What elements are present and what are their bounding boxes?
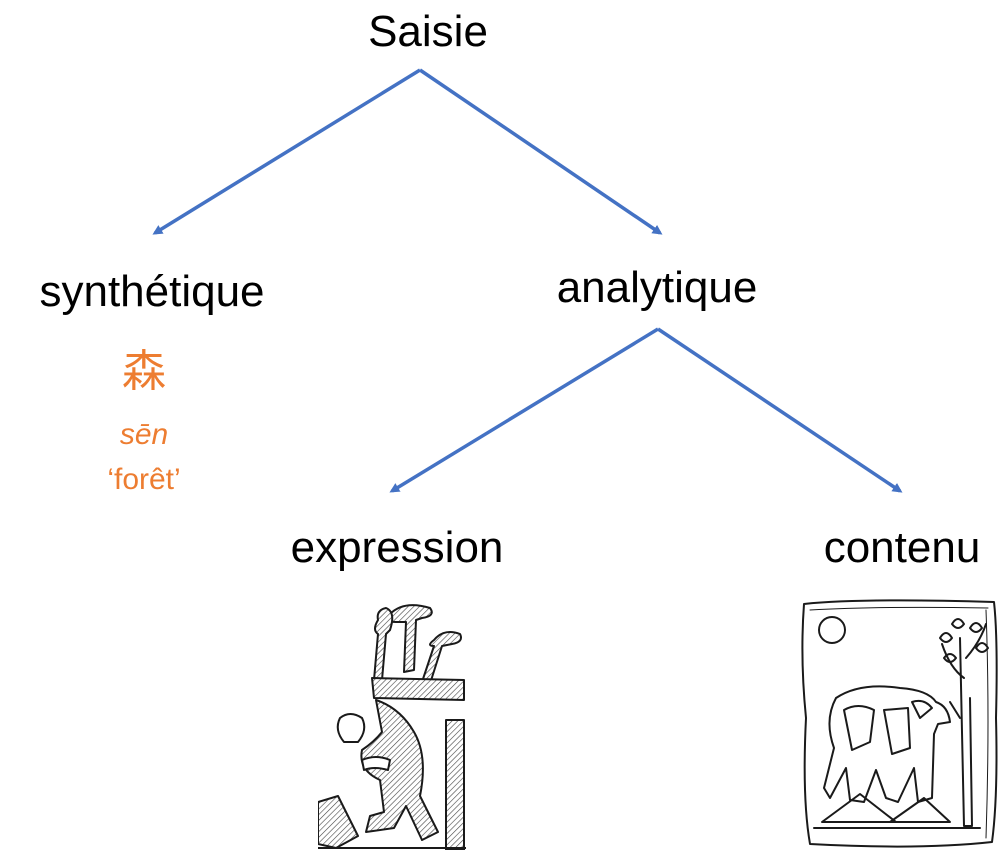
french-gloss: ‘forêt’ <box>107 463 181 496</box>
arrow-root-to-synthetic <box>152 68 421 235</box>
chinese-character: 森 <box>122 346 166 397</box>
engraved-tablet-drawing <box>801 599 998 848</box>
synthetic-node-label: synthétique <box>39 267 265 316</box>
root-node-label: Saisie <box>368 7 488 56</box>
expression-node-label: expression <box>290 523 504 572</box>
pinyin-reading: sēn <box>119 418 169 451</box>
arrow-analytic-to-expression <box>389 327 659 493</box>
analytic-node-label: analytique <box>556 263 758 312</box>
arrow-root-to-analytic <box>419 68 663 235</box>
content-node-label: contenu <box>823 523 981 572</box>
hieroglyph-drawing <box>318 604 466 850</box>
arrow-analytic-to-content <box>657 327 903 493</box>
